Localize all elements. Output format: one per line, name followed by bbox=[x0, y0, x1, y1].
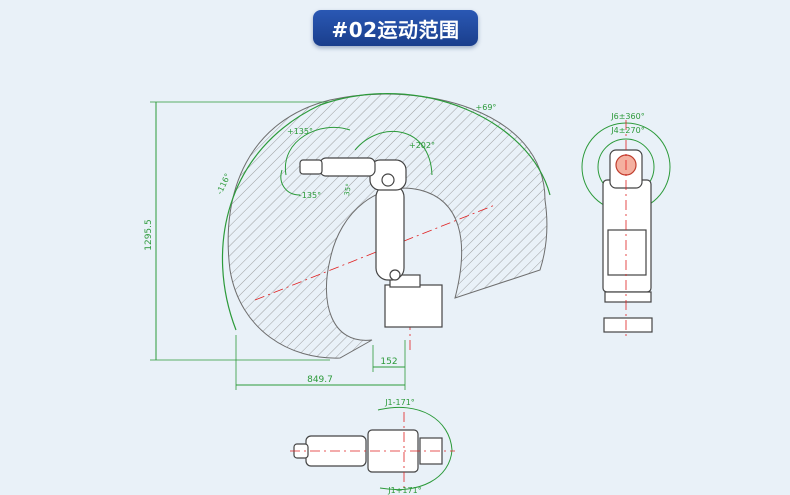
top-view: J1-171° J1+171° bbox=[290, 398, 455, 495]
j1-plus-label: J1+171° bbox=[387, 486, 421, 495]
j1-range-arc bbox=[377, 406, 453, 491]
reach-centerline bbox=[254, 204, 496, 301]
height-dimension-label: 1295.5 bbox=[144, 219, 154, 251]
wrist-flange bbox=[299, 159, 323, 175]
j6-range-label: J6±360° bbox=[610, 112, 644, 121]
reach-dimension-label: 849.7 bbox=[307, 375, 333, 385]
robot-arm-side bbox=[299, 157, 443, 328]
j4-angle-label: 35° bbox=[343, 183, 353, 197]
outer-reach-arc bbox=[221, 93, 551, 331]
section-title-badge: #02运动范围 bbox=[313, 10, 478, 46]
lower-arm bbox=[375, 184, 405, 281]
j5-range-arc bbox=[280, 126, 351, 196]
robot-base bbox=[384, 284, 443, 328]
j5-plus-label: +135° bbox=[287, 127, 313, 136]
end-view: J6±360° J4±270° bbox=[581, 112, 671, 340]
side-view: 1295.5 849.7 152 +69° -116° +135° -135° … bbox=[144, 93, 551, 390]
j3-range-arc bbox=[354, 130, 433, 176]
j2-plus-label: +69° bbox=[476, 103, 497, 112]
j5-minus-label: -135° bbox=[299, 191, 321, 200]
offset-dimension-label: 152 bbox=[380, 357, 397, 367]
j3-plus-label: +202° bbox=[409, 141, 435, 150]
upper-arm-forearm bbox=[319, 157, 376, 177]
j1-minus-label: J1-171° bbox=[384, 398, 415, 407]
j4-range-label: J4±270° bbox=[610, 126, 644, 135]
j3-minus-label: -116° bbox=[215, 172, 233, 196]
